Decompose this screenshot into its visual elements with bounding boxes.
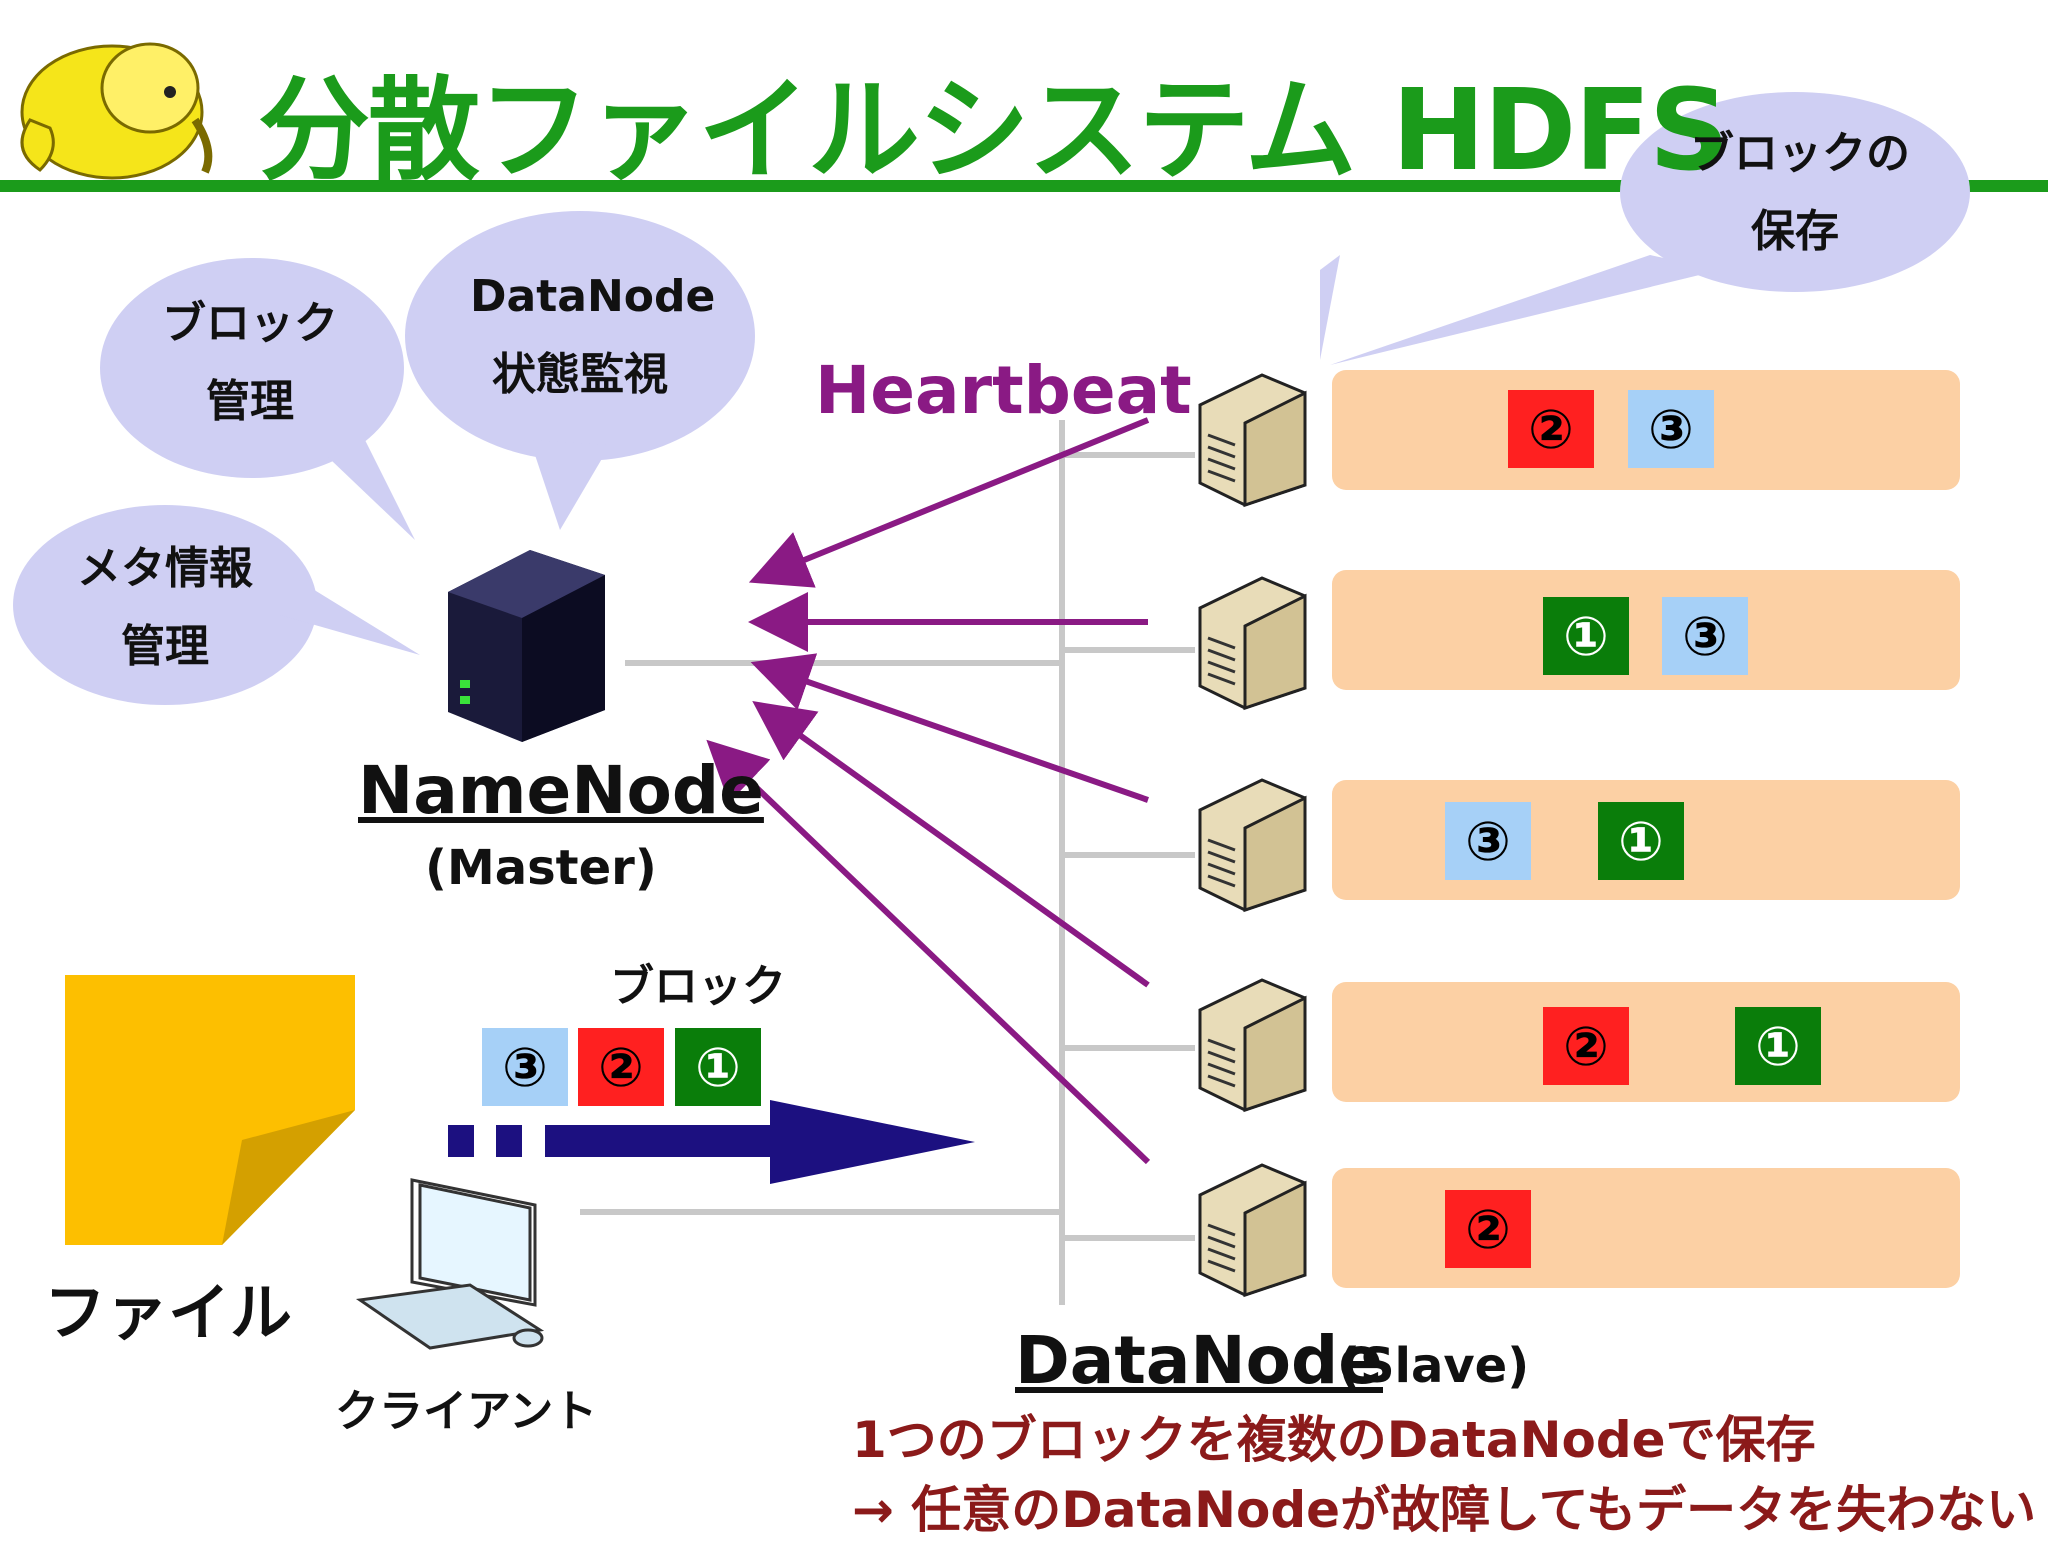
file-caption: ファイル (44, 1276, 293, 1349)
note-line-1: 1つのブロックを複数のDataNodeで保存 (852, 1411, 1816, 1469)
title-underline (0, 180, 2048, 192)
transfer-arrow (448, 1100, 975, 1184)
heartbeat-arrow (752, 701, 1150, 988)
bubble-text-line: 状態監視 (492, 349, 668, 400)
bubble-block-mgmt-text: ブロック 管理 (150, 285, 350, 441)
file-note-icon (65, 975, 355, 1245)
heartbeat-arrow (706, 739, 1151, 1165)
datanode-server-icon (1198, 576, 1307, 711)
dn5-block-2: ② (1445, 1190, 1531, 1268)
bubble-datanode-monitor (405, 211, 755, 530)
dn4-block-1: ① (1735, 1007, 1821, 1085)
datanode-servers (1198, 373, 1307, 1298)
bubble-text-line: DataNode (470, 271, 716, 322)
bubble-block-storage-text: ブロックの 保存 (1690, 115, 1910, 271)
datanode-label: DataNode (1015, 1322, 1383, 1399)
storage-bar (1332, 1168, 1960, 1288)
dn3-block-1: ① (1598, 802, 1684, 880)
datanode-server-icon (1198, 373, 1307, 508)
page-title: 分散ファイルシステム HDFS (258, 66, 1730, 196)
datanode-sublabel: (Slave) (1338, 1338, 1530, 1394)
bubble-block-mgmt (100, 258, 415, 540)
dn2-block-1: ① (1543, 597, 1629, 675)
bubble-text-line: ブロックの (1690, 128, 1910, 179)
bubble-meta-mgmt (13, 505, 420, 705)
heartbeat-label: Heartbeat (815, 352, 1192, 429)
dn1-block-3: ③ (1628, 390, 1714, 468)
datanode-server-icon (1198, 778, 1307, 913)
client-block-3: ③ (482, 1028, 568, 1106)
heartbeat-arrow (750, 653, 1149, 803)
dn2-block-3: ③ (1662, 597, 1748, 675)
bubble-text-line: 管理 (121, 621, 209, 672)
namenode-server-icon (448, 550, 605, 742)
bubble-text-line: 保存 (1751, 206, 1839, 257)
datanode-server-icon (1198, 978, 1307, 1113)
bubble-block-storage (1320, 92, 1970, 365)
heartbeat-arrows (706, 417, 1151, 1165)
dn4-block-2: ② (1543, 1007, 1629, 1085)
bubble-meta-mgmt-text: メタ情報 管理 (65, 530, 265, 686)
bubble-text-line: 管理 (206, 376, 294, 427)
block-caption: ブロック (610, 961, 786, 1012)
heartbeat-arrow (748, 417, 1150, 588)
namenode-sublabel: (Master) (425, 840, 657, 896)
bubble-text-line: メタ情報 (77, 543, 253, 594)
dn1-block-2: ② (1508, 390, 1594, 468)
note-line-2: → 任意のDataNodeが故障してもデータを失わない (852, 1481, 2037, 1539)
bubble-datanode-monitor-text: DataNode 状態監視 (470, 258, 716, 414)
client-block-2: ② (578, 1028, 664, 1106)
client-computer-icon (355, 1178, 545, 1350)
storage-bar (1332, 570, 1960, 690)
storage-bar (1332, 982, 1960, 1102)
client-block-1: ① (675, 1028, 761, 1106)
hadoop-elephant-icon (20, 42, 213, 180)
datanode-server-icon (1198, 1163, 1307, 1298)
namenode-label: NameNode (358, 752, 764, 829)
network-lines (580, 420, 1195, 1305)
client-caption: クライアント (335, 1386, 598, 1437)
dn3-block-3: ③ (1445, 802, 1531, 880)
bubble-text-line: ブロック (162, 298, 338, 349)
